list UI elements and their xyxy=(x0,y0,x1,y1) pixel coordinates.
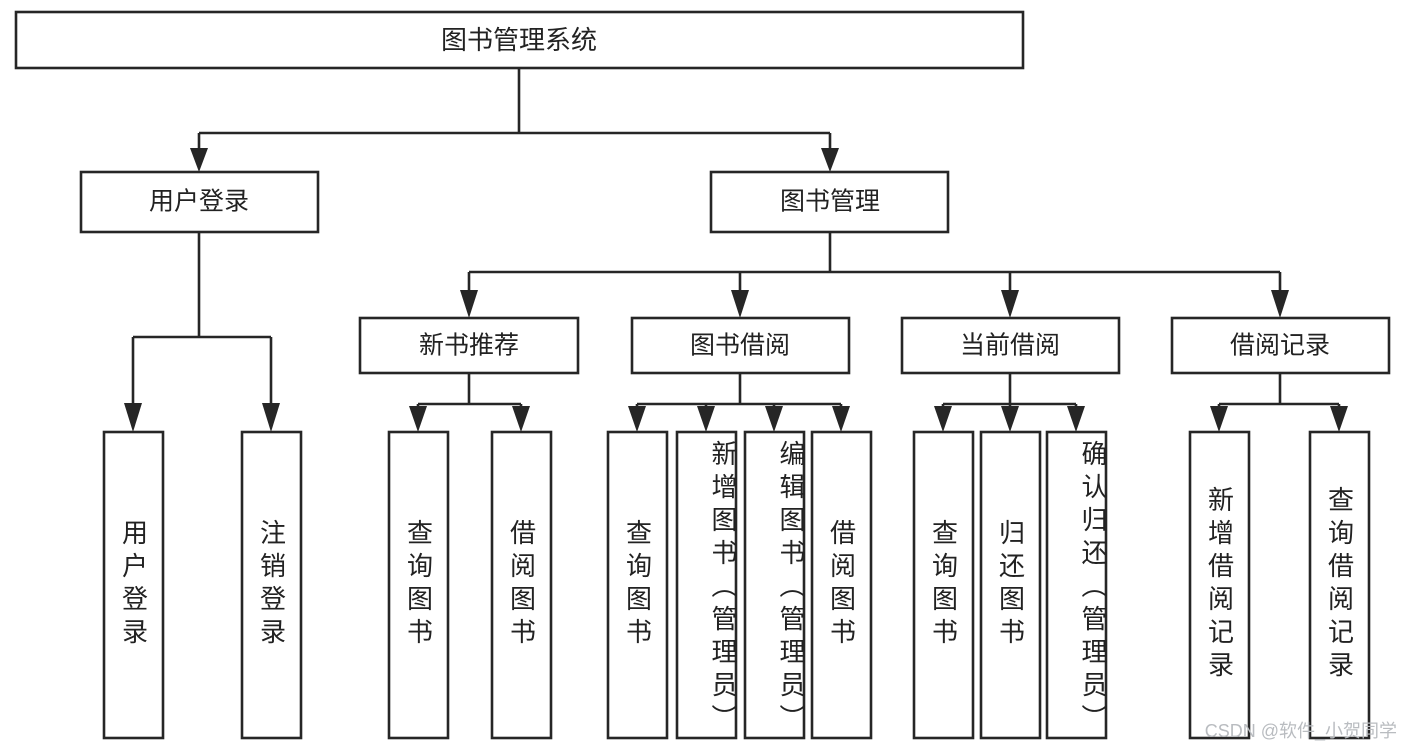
connectors-current-borrow-to-leaves xyxy=(934,373,1085,432)
node-root[interactable]: 图书管理系统 xyxy=(14,10,1025,70)
connectors-user-login-to-leaves xyxy=(124,232,280,432)
arrow-leaf-query-book-2 xyxy=(628,406,646,432)
node-new-book-recommend-label: 新书推荐 xyxy=(419,332,519,360)
connectors-root-to-level2 xyxy=(190,68,839,172)
arrow-leaf-query-book-1 xyxy=(409,406,427,432)
arrow-leaf-query-record xyxy=(1330,406,1348,432)
arrow-leaf-query-book-3 xyxy=(934,406,952,432)
connectors-borrow-record-to-leaves xyxy=(1210,373,1348,432)
leaf-confirm-return[interactable] xyxy=(1045,430,1108,740)
connectors-book-borrow-to-leaves xyxy=(628,373,850,432)
arrow-leaf-borrow-book-1 xyxy=(512,406,530,432)
arrow-book-manage xyxy=(821,148,839,172)
node-user-login[interactable]: 用户登录 xyxy=(79,170,320,234)
node-new-book-recommend[interactable]: 新书推荐 xyxy=(358,316,580,375)
arrow-leaf-logout xyxy=(262,403,280,432)
node-book-manage-label: 图书管理 xyxy=(780,188,880,216)
leaf-logout-box[interactable] xyxy=(240,430,303,740)
leaf-add-record-box[interactable] xyxy=(1188,430,1251,740)
arrow-borrow-record xyxy=(1271,290,1289,318)
node-book-borrow[interactable]: 图书借阅 xyxy=(630,316,851,375)
node-current-borrow-label: 当前借阅 xyxy=(960,332,1060,360)
arrow-leaf-add-record xyxy=(1210,406,1228,432)
node-borrow-record-label: 借阅记录 xyxy=(1230,332,1330,360)
node-book-manage-box[interactable] xyxy=(709,170,950,234)
leaf-user-login[interactable] xyxy=(102,430,165,740)
leaf-confirm-return-box[interactable] xyxy=(1045,430,1108,740)
connectors-new-book-to-leaves xyxy=(409,373,530,432)
leaf-logout[interactable] xyxy=(240,430,303,740)
leaf-borrow-book-2-box[interactable] xyxy=(810,430,873,740)
node-borrow-record[interactable]: 借阅记录 xyxy=(1170,316,1391,375)
leaf-query-book-2[interactable] xyxy=(606,430,669,740)
arrow-leaf-confirm-return xyxy=(1067,406,1085,432)
leaf-query-book-1[interactable] xyxy=(387,430,450,740)
arrow-leaf-user-login xyxy=(124,403,142,432)
node-user-login-label: 用户登录 xyxy=(149,188,249,216)
csdn-watermark: CSDN @软件_小贺同学 xyxy=(1204,721,1397,741)
arrow-user-login xyxy=(190,148,208,172)
node-root-box[interactable] xyxy=(14,10,1025,70)
arrow-leaf-add-book xyxy=(697,406,715,432)
arrow-leaf-borrow-book-2 xyxy=(832,406,850,432)
node-new-book-recommend-box[interactable] xyxy=(358,316,580,375)
leaf-query-book-3-box[interactable] xyxy=(912,430,975,740)
leaf-edit-book-box[interactable] xyxy=(743,430,806,740)
node-book-manage[interactable]: 图书管理 xyxy=(709,170,950,234)
leaf-return-book[interactable] xyxy=(979,430,1042,740)
leaf-borrow-book-1-box[interactable] xyxy=(490,430,553,740)
node-book-borrow-label: 图书借阅 xyxy=(690,332,790,360)
leaf-query-book-1-box[interactable] xyxy=(387,430,450,740)
connectors-book-manage-to-level3 xyxy=(460,232,1289,318)
leaf-query-record-box[interactable] xyxy=(1308,430,1371,740)
leaf-borrow-book-2[interactable] xyxy=(810,430,873,740)
node-current-borrow[interactable]: 当前借阅 xyxy=(900,316,1121,375)
leaf-add-book-box[interactable] xyxy=(675,430,738,740)
node-current-borrow-box[interactable] xyxy=(900,316,1121,375)
leaf-return-book-box[interactable] xyxy=(979,430,1042,740)
node-root-label: 图书管理系统 xyxy=(441,25,597,55)
leaf-borrow-book-1[interactable] xyxy=(490,430,553,740)
arrow-new-book-recommend xyxy=(460,290,478,318)
leaf-query-book-2-box[interactable] xyxy=(606,430,669,740)
node-book-borrow-box[interactable] xyxy=(630,316,851,375)
arrow-leaf-edit-book xyxy=(765,406,783,432)
node-borrow-record-box[interactable] xyxy=(1170,316,1391,375)
node-user-login-box[interactable] xyxy=(79,170,320,234)
arrow-current-borrow xyxy=(1001,290,1019,318)
arrow-book-borrow xyxy=(731,290,749,318)
leaf-add-book[interactable] xyxy=(675,430,738,740)
leaf-user-login-box[interactable] xyxy=(102,430,165,740)
leaf-add-record[interactable] xyxy=(1188,430,1251,740)
leaf-edit-book[interactable] xyxy=(743,430,806,740)
arrow-leaf-return-book xyxy=(1001,406,1019,432)
leaf-query-record[interactable] xyxy=(1308,430,1371,740)
leaf-query-book-3[interactable] xyxy=(912,430,975,740)
